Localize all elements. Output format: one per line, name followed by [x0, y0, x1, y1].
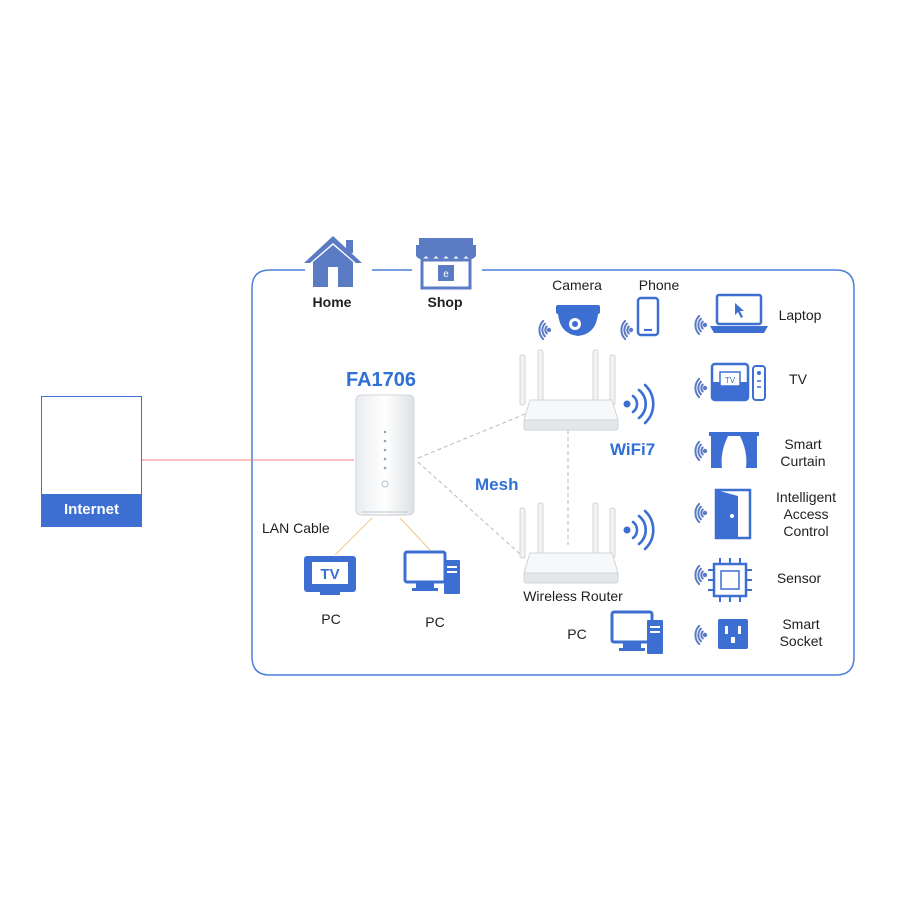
wifi-receive-icon [620, 319, 634, 341]
pc-desktop-icon [403, 550, 460, 594]
pc-desktop-icon [610, 610, 663, 654]
smart-device-label-sensor: Sensor [776, 570, 822, 586]
home-label: Home [312, 294, 352, 310]
main-router-device [355, 394, 415, 516]
wifi-label: WiFi7 [610, 440, 656, 459]
smart-device-label-laptop: Laptop [778, 307, 822, 323]
lan-cable-label: LAN Cable [262, 520, 330, 536]
pc-monitor-tv-icon: TV [304, 556, 356, 595]
wireless-router-label: Wireless Router [523, 588, 623, 604]
phone-icon [636, 296, 660, 337]
laptop-icon [710, 293, 768, 333]
home-icon [304, 236, 362, 287]
camera-label: Camera [552, 277, 602, 293]
wifi-receive-icon [694, 377, 708, 399]
door-icon [714, 488, 752, 540]
tv-icon: TV [710, 362, 766, 402]
wifi-emission-icon [623, 509, 655, 551]
curtain-icon [709, 432, 759, 468]
wifi-receive-icon [538, 319, 552, 341]
mesh-label: Mesh [475, 475, 519, 494]
svg-text:e: e [443, 269, 449, 280]
shop-label: Shop [427, 294, 463, 310]
scope-frame [251, 269, 855, 676]
pc-label: PC [425, 614, 445, 630]
lan-line-left [334, 517, 373, 556]
lan-line-right [399, 517, 431, 551]
svg-text:TV: TV [320, 566, 339, 583]
wireless-router-top-device [519, 349, 619, 431]
smart-device-label-curtain: Smart Curtain [780, 436, 826, 469]
smart-device-label-access-control: Intelligent Access Control [776, 489, 836, 539]
pc-label: PC [321, 611, 341, 627]
wifi-receive-icon [694, 440, 708, 462]
wireless-router-bottom-device [519, 502, 619, 584]
wifi-receive-icon [694, 314, 708, 336]
socket-icon [718, 619, 748, 649]
wifi-receive-icon [694, 564, 708, 586]
sensor-chip-icon [708, 558, 752, 602]
internet-label: Internet [42, 494, 141, 526]
wifi-emission-icon [623, 383, 655, 425]
main-router-model: FA1706 [346, 369, 417, 391]
pc-label: PC [567, 626, 587, 642]
mesh-line-top [417, 411, 531, 459]
wifi-receive-icon [694, 624, 708, 646]
phone-label: Phone [638, 277, 680, 293]
internet-box: Internet [41, 396, 142, 527]
smart-device-label-socket: Smart Socket [779, 616, 823, 649]
svg-text:TV: TV [725, 376, 736, 385]
camera-icon [556, 305, 600, 336]
wifi-receive-icon [694, 502, 708, 524]
smart-device-label-tv: TV [789, 371, 807, 387]
shop-icon: e [416, 238, 476, 290]
